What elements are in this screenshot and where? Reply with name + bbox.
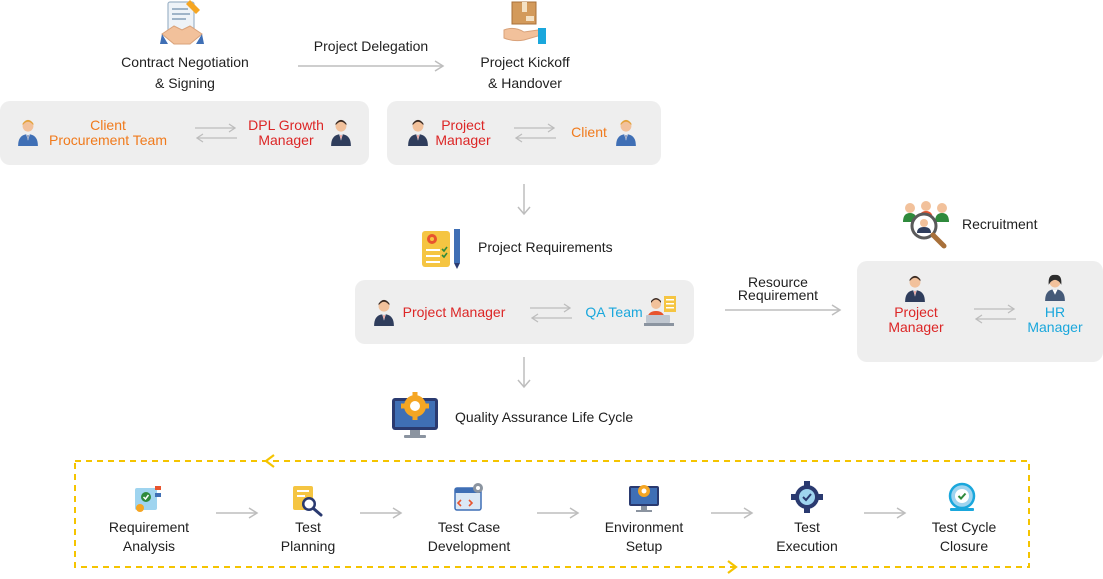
recruitment-title: Recruitment: [962, 216, 1038, 232]
stage-arrow: [711, 507, 754, 519]
exchange-arrows-icon: [974, 304, 1016, 324]
environment-setup-icon: [627, 482, 661, 514]
test-execution-icon: [791, 481, 823, 513]
client-procurement-line1: Client: [90, 117, 126, 133]
project-manager-label: Project Manager: [430, 118, 496, 148]
dpl-growth-line2: Manager: [258, 132, 314, 148]
test-cycle-closure-icon: [946, 481, 978, 513]
hr-manager-avatar-icon: [1044, 274, 1066, 301]
stage-label-line1: Environment: [604, 519, 684, 535]
stage-label-line1: Test Case: [437, 519, 501, 535]
contract-handshake-icon: [160, 0, 204, 48]
stage-label-line2: Development: [427, 538, 511, 554]
stage-label-line1: Test: [794, 519, 820, 535]
hr-manager-line1: HR: [1044, 304, 1066, 320]
project-delegation-label: Project Delegation: [313, 38, 429, 54]
resource-arrow: [725, 304, 842, 316]
requirements-box: [355, 280, 694, 344]
dpl-growth-line1: DPL Growth: [248, 117, 324, 133]
recruitment-pm-line1: Project: [894, 304, 938, 320]
down-arrow: [517, 184, 531, 216]
delegation-arrow: [298, 60, 445, 72]
client-procurement-line2: Procurement Team: [48, 132, 167, 148]
client-avatar-icon: [17, 119, 39, 146]
stage-label-line2: Setup: [625, 538, 663, 554]
stage-label-line2: Closure: [939, 538, 989, 554]
stage-arrow: [360, 507, 403, 519]
stage-label-line2: Planning: [280, 538, 336, 554]
project-manager-line1: Project: [441, 117, 485, 133]
project-manager-label: Project Manager: [402, 304, 506, 320]
contract-title-line2: & Signing: [155, 75, 215, 91]
resource-requirement-label: Resource Requirement: [718, 274, 838, 303]
project-requirements-title: Project Requirements: [478, 239, 613, 255]
stage-label-line1: Test Cycle: [931, 519, 997, 535]
resource-line2: Requirement: [737, 287, 819, 303]
stage-test-planning: Test Planning: [263, 518, 353, 556]
contract-title-line1: Contract Negotiation: [121, 54, 249, 70]
hr-manager-label: HR Manager: [1022, 305, 1088, 335]
requirements-document-icon: [420, 227, 464, 271]
contract-parties-box: [0, 101, 369, 165]
kickoff-title-line1: Project Kickoff: [480, 54, 570, 70]
client-procurement-team-label: Client Procurement Team: [44, 118, 172, 148]
resource-line1: Resource: [748, 274, 808, 290]
test-planning-icon: [291, 484, 323, 517]
stage-test-execution: Test Execution: [762, 518, 852, 556]
package-handover-icon: [500, 0, 548, 48]
qa-team-laptop-icon: [644, 295, 678, 327]
project-manager-avatar-icon: [373, 299, 395, 326]
recruitment-box: [857, 261, 1103, 362]
stage-label-line2: Execution: [776, 538, 838, 554]
contract-negotiation-title: Contract Negotiation & Signing: [95, 52, 275, 94]
qa-life-cycle-title: Quality Assurance Life Cycle: [455, 409, 634, 425]
client-label: Client: [571, 124, 607, 140]
project-manager-avatar-icon: [904, 275, 926, 302]
stage-arrow: [216, 507, 259, 519]
stage-label-line2: Analysis: [122, 538, 176, 554]
project-manager-line2: Manager: [435, 132, 491, 148]
stage-label-line1: Requirement: [108, 519, 190, 535]
client-avatar-icon: [615, 119, 637, 146]
exchange-arrows-icon: [514, 123, 556, 143]
recruitment-magnifier-icon: [902, 200, 952, 249]
project-manager-label: Project Manager: [880, 305, 952, 335]
manager-avatar-icon: [330, 119, 352, 146]
project-manager-avatar-icon: [407, 119, 429, 146]
stage-label-line1: Test: [295, 519, 321, 535]
stage-requirement-analysis: Requirement Analysis: [94, 518, 204, 556]
qa-monitor-gear-icon: [390, 392, 440, 440]
dpl-growth-manager-label: DPL Growth Manager: [240, 118, 332, 148]
exchange-arrows-icon: [195, 123, 237, 143]
qa-cycle-loop: [74, 454, 1030, 574]
project-kickoff-title: Project Kickoff & Handover: [435, 52, 615, 94]
kickoff-parties-box: [387, 101, 661, 165]
stage-environment-setup: Environment Setup: [589, 518, 699, 556]
qa-team-label: QA Team: [585, 304, 643, 320]
hr-manager-line2: Manager: [1027, 319, 1083, 335]
stage-arrow: [864, 507, 907, 519]
kickoff-title-line2: & Handover: [488, 75, 562, 91]
stage-arrow: [537, 507, 580, 519]
stage-test-cycle-closure: Test Cycle Closure: [914, 518, 1014, 556]
test-case-development-icon: [453, 482, 485, 514]
recruitment-pm-line2: Manager: [888, 319, 944, 335]
exchange-arrows-icon: [530, 303, 572, 323]
requirement-analysis-icon: [133, 484, 163, 514]
stage-test-case-development: Test Case Development: [414, 518, 524, 556]
down-arrow: [517, 357, 531, 389]
